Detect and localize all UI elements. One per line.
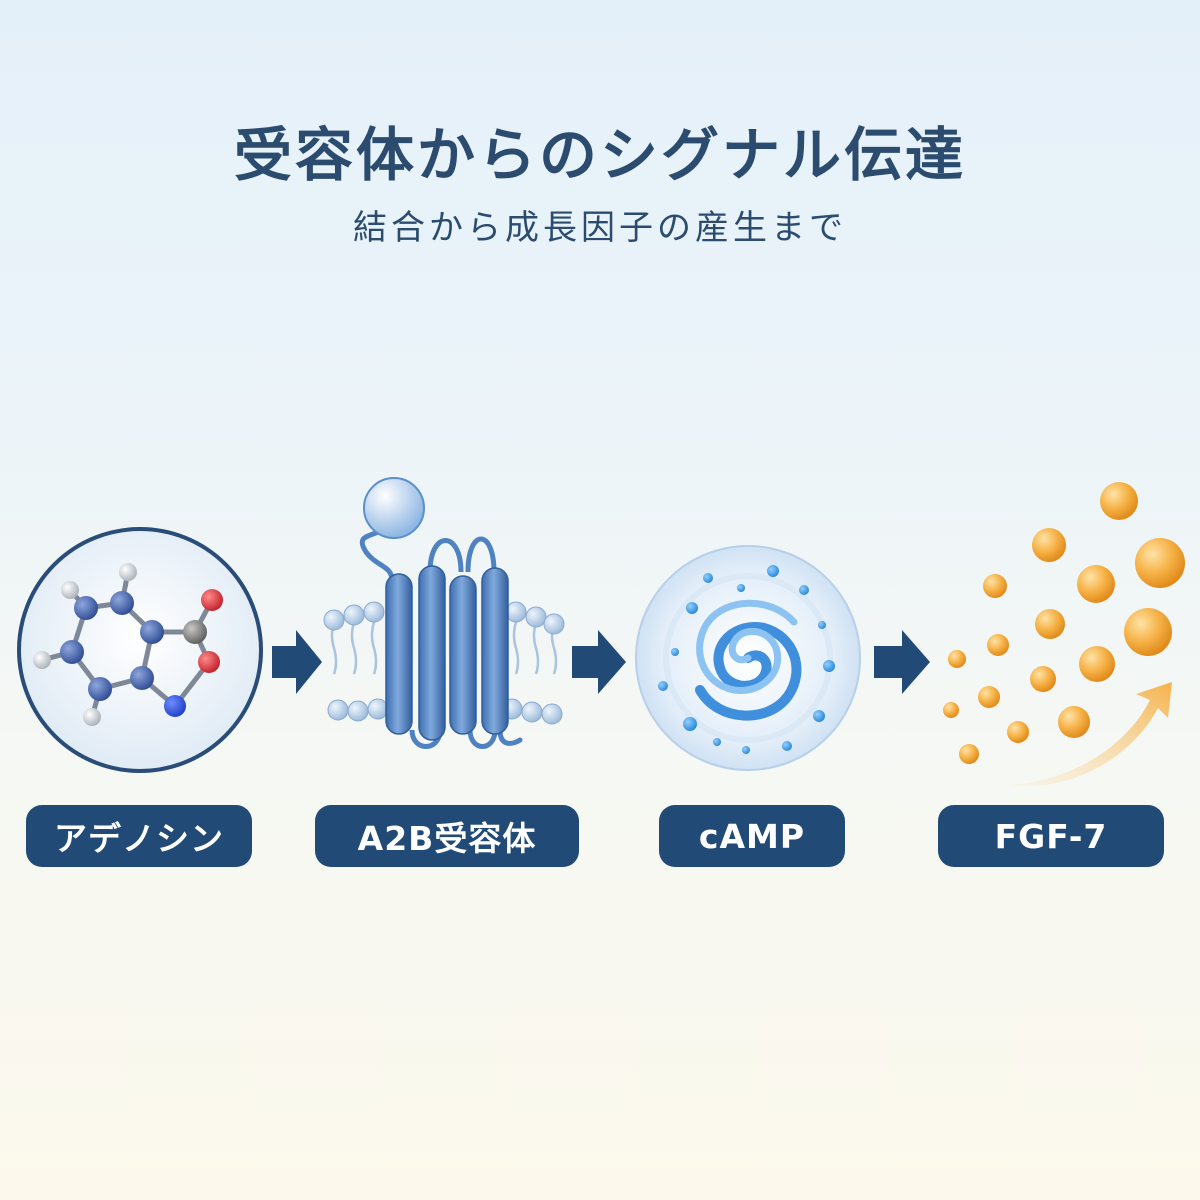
arrow-right-icon <box>874 630 930 694</box>
step-label-adenosine: アデノシン <box>26 805 252 867</box>
adenosine-molecule-icon <box>17 527 263 773</box>
growth-factor-particles-icon <box>943 482 1185 786</box>
step-label-a2b-receptor: A2B受容体 <box>315 805 579 867</box>
arrow-right-icon <box>572 630 626 694</box>
arrow-right-icon <box>272 630 322 694</box>
ligand-sphere <box>363 477 425 539</box>
step-label-fgf7: FGF-7 <box>938 805 1164 867</box>
diagram-subtitle: 結合から成長因子の産生まで <box>353 208 847 248</box>
step-label-camp: cAMP <box>659 805 845 867</box>
camp-swirl-icon <box>635 545 861 771</box>
diagram-title: 受容体からのシグナル伝達 <box>233 121 966 189</box>
gpcr-receptor-icon <box>323 477 565 749</box>
